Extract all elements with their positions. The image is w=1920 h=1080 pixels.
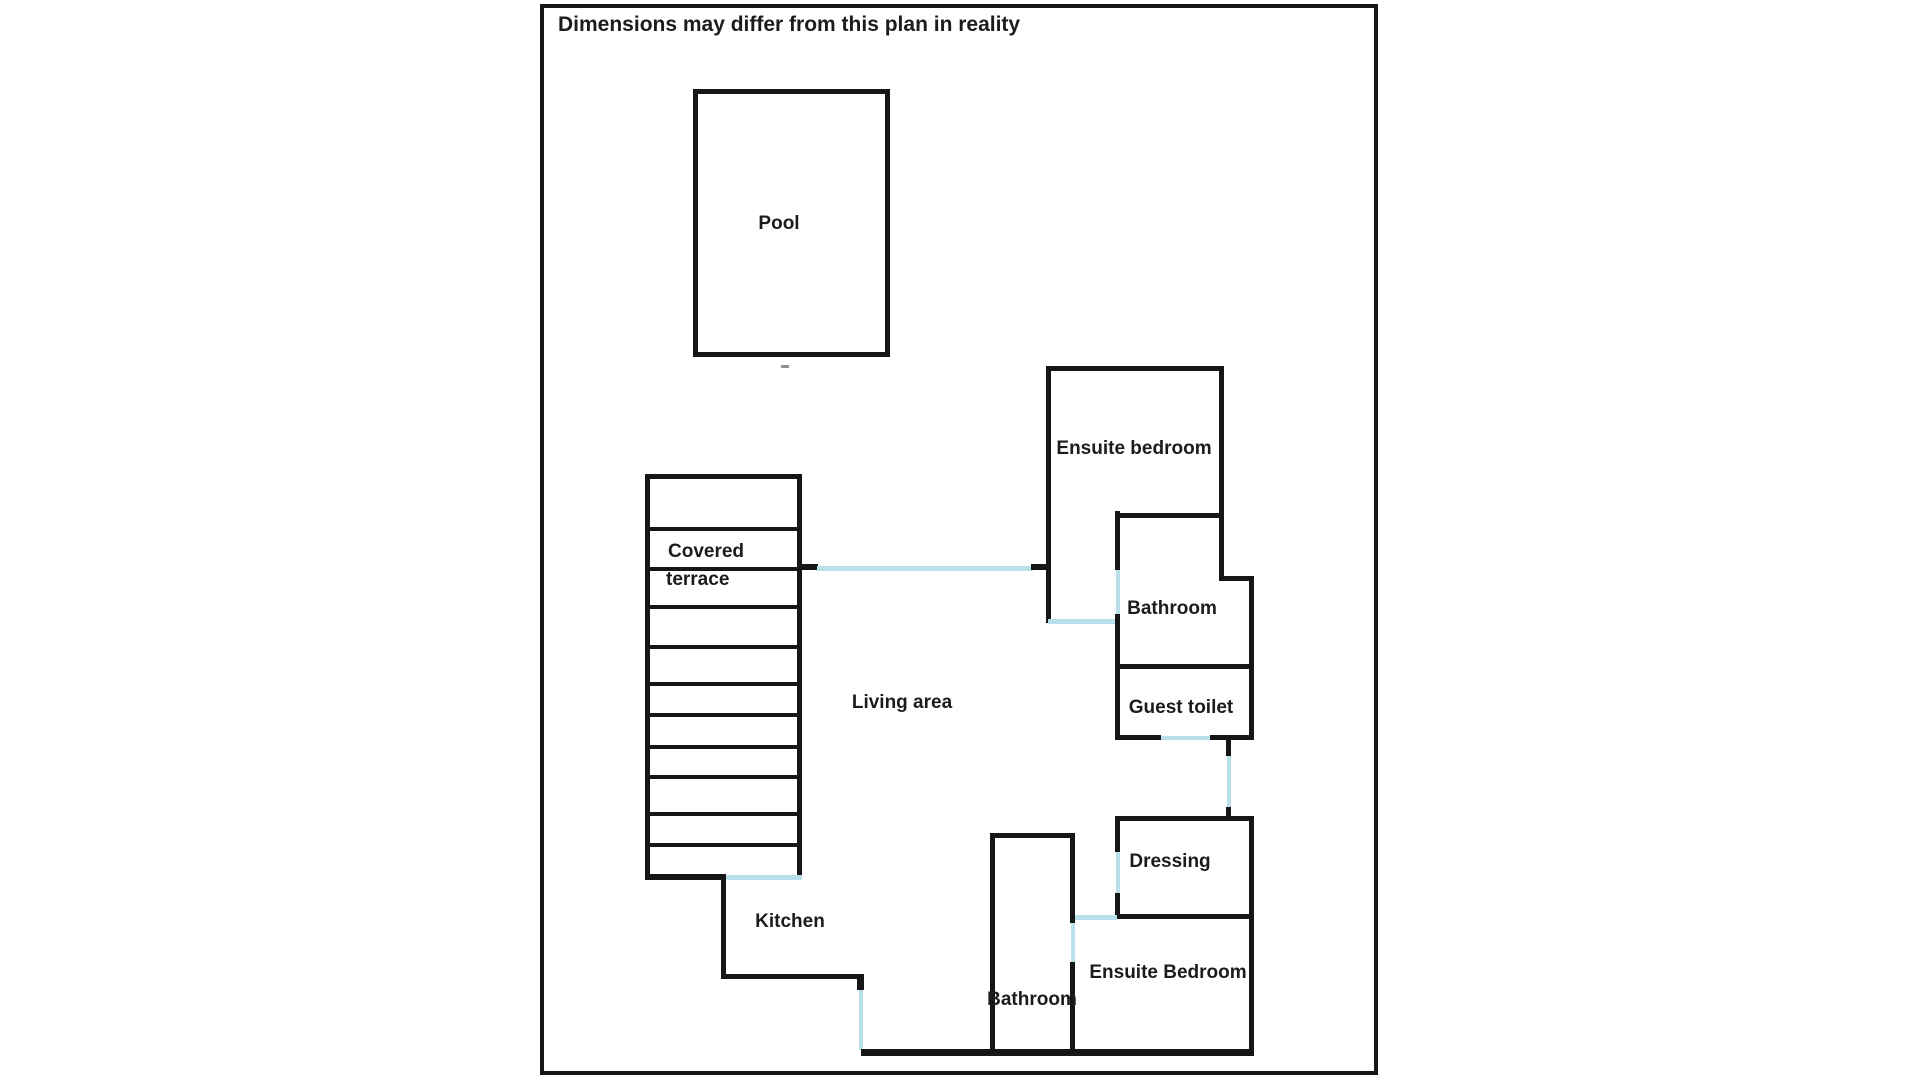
wall-house-bottom [861,1049,1254,1056]
wall-guest-toilet-bottom-right [1210,735,1254,740]
bathroom2-door [1071,923,1075,962]
window-stub-bottom [1226,807,1231,818]
wall-ensuite1-left [1046,366,1051,623]
terrace-slat [645,713,802,717]
wall-guest-toilet-bottom-left [1115,735,1161,740]
guest-toilet-door [1161,736,1210,740]
wall-dressing-left-lower [1115,893,1120,919]
wall-right-lower [1249,816,1254,1054]
living-area-opening [817,566,1033,571]
terrace-slat [645,645,802,649]
bathroom1-door [1116,570,1120,614]
dressing-label: Dressing [1129,851,1211,872]
terrace-slat [645,682,802,686]
dressing-door [1116,852,1120,893]
wall-ensuite1-top [1046,366,1224,371]
ensuite-bedroom-bottom-label: Ensuite Bedroom [1089,962,1247,983]
terrace-bottom-wall [645,874,726,880]
wall-bathroom1-top [1115,513,1224,518]
wall-dressing-bottom [1115,914,1254,919]
terrace-slat [645,843,802,847]
wall-kitchen-bottom [721,974,863,979]
opening-end-stub [800,564,818,570]
terrace-slat [645,605,802,609]
ensuite-bedroom-top-label: Ensuite bedroom [1056,438,1212,459]
pool-label: Pool [758,213,800,234]
wall-bathroom2-top [990,833,1075,838]
wall-bathroom1-left-lower [1115,614,1120,740]
kitchen-exterior-door [859,990,863,1050]
stray-mark [781,365,789,368]
wall-ensuite1-step [1219,576,1254,581]
terrace-slat [645,745,802,749]
wall-bathroom2-left [990,833,995,1054]
wall-right-upper [1249,576,1254,740]
pool-outline [693,89,890,357]
wall-ensuite1-right [1219,366,1224,581]
wall-bathroom1-left-upper [1115,511,1120,570]
disclaimer-text: Dimensions may differ from this plan in … [558,13,1021,36]
plan-border [540,4,1378,1075]
terrace-kitchen-opening [726,875,802,880]
terrace-slat [645,527,802,531]
ensuite2-entry-opening [1073,915,1117,920]
guest-toilet-label: Guest toilet [1128,697,1234,718]
kitchen-label: Kitchen [755,911,825,932]
wall-bathroom2-right-lower [1070,962,1075,1054]
wall-bathroom1-bottom [1115,664,1254,669]
kitchen-door-stub [857,974,864,990]
ensuite1-entry-opening [1048,619,1117,624]
wall-kitchen-left [721,878,726,979]
terrace-outline [645,474,802,878]
terrace-slat [645,812,802,816]
terrace-label-line2: terrace [666,569,730,590]
terrace-slat [645,775,802,779]
bathroom-top-label: Bathroom [1127,598,1217,619]
terrace-label-line1: Covered [668,541,745,562]
living-area-label: Living area [851,692,953,713]
wall-dressing-left-upper [1115,816,1120,852]
wall-bathroom2-right-upper [1070,833,1075,923]
bathroom-bottom-label: Bathroom [987,989,1077,1010]
hall-window [1227,756,1231,809]
window-stub-top [1226,739,1231,756]
opening-end-stub [1031,564,1048,570]
wall-dressing-top [1115,816,1254,821]
terrace-slat [645,567,802,571]
